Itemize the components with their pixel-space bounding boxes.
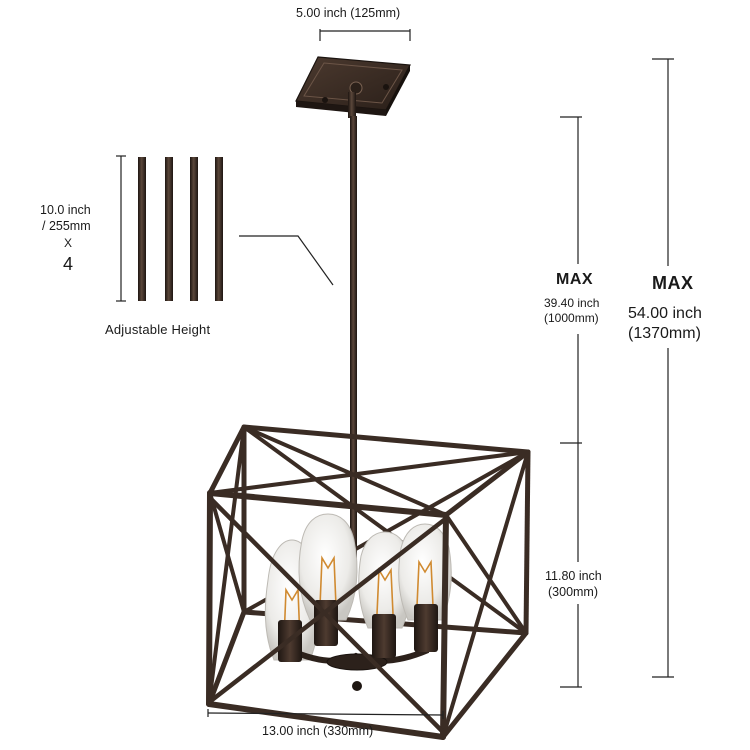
edison-bulb-icon xyxy=(298,513,358,621)
adjustable-height-caption: Adjustable Height xyxy=(105,322,211,337)
rod-multiplier-label: X xyxy=(64,236,73,250)
extension-rod xyxy=(215,157,223,301)
rod-pointer-line xyxy=(239,235,334,286)
cage-width-dimension xyxy=(207,709,444,719)
total-max-inch-label: 54.00 inch xyxy=(628,305,702,322)
rod-length-label: 10.0 inch xyxy=(40,203,91,217)
cage-height-inch-label: 11.80 inch xyxy=(545,569,602,583)
canopy-width-dimension xyxy=(319,29,411,41)
extension-rod xyxy=(138,157,146,301)
cage-height-dimension xyxy=(560,443,582,688)
cage-frame-front xyxy=(206,424,531,740)
extension-rods xyxy=(138,157,223,301)
extension-rod xyxy=(190,157,198,301)
extension-rod xyxy=(165,157,173,301)
total-max-mm-label: (1370mm) xyxy=(628,325,701,342)
main-down-rod xyxy=(348,92,357,570)
cage-width-label: 13.00 inch (330mm) xyxy=(262,724,374,738)
rod-max-inch-label: 39.40 inch xyxy=(544,296,600,310)
edison-bulb-icon xyxy=(398,523,452,621)
rod-length-metric-label: / 255mm xyxy=(42,219,91,233)
rod-count-label: 4 xyxy=(63,254,74,274)
rod-max-title: MAX xyxy=(556,271,594,288)
ceiling-canopy xyxy=(295,56,411,116)
rod-max-mm-label: (1000mm) xyxy=(544,311,599,325)
rod-length-dimension xyxy=(116,155,126,302)
cage-height-mm-label: (300mm) xyxy=(548,585,599,599)
total-max-height-dimension xyxy=(652,58,674,678)
total-max-title: MAX xyxy=(652,273,694,293)
canopy-width-label: 5.00 inch (125mm) xyxy=(296,6,401,20)
